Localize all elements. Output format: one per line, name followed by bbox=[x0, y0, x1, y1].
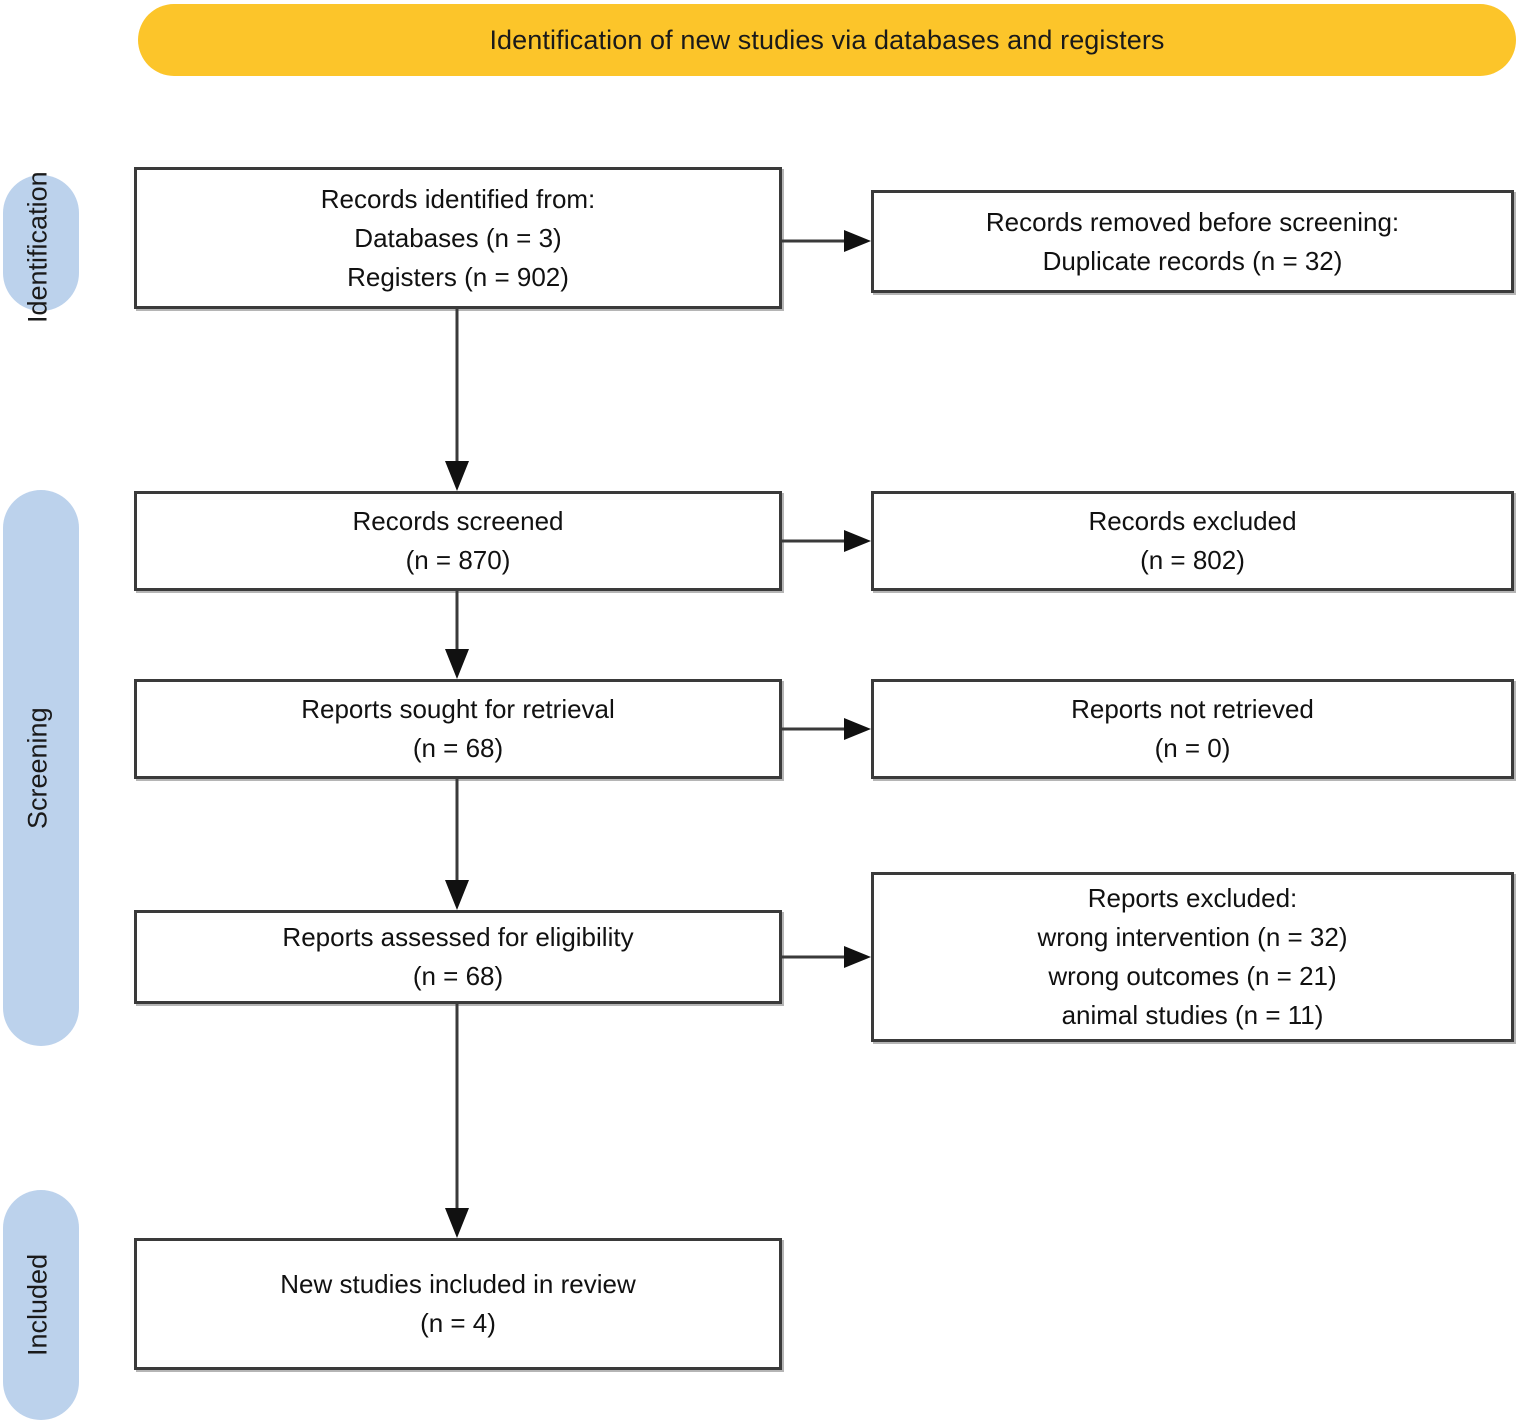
box-line: Reports not retrieved bbox=[1071, 694, 1314, 724]
box-line: Records removed before screening: bbox=[985, 206, 1400, 237]
box-line: (n = 870) bbox=[405, 545, 511, 575]
box-line: Registers (n = 902) bbox=[347, 261, 569, 292]
box-line: Databases (n = 3) bbox=[354, 222, 562, 253]
box-new-studies-included[interactable]: New studies included in review (n = 4) bbox=[134, 1238, 782, 1370]
box-reports-sought[interactable]: Reports sought for retrieval (n = 68) bbox=[134, 679, 782, 779]
box-line: Reports assessed for eligibility bbox=[282, 922, 634, 952]
box-line: (n = 802) bbox=[1140, 545, 1245, 575]
diagram-header-banner: Identification of new studies via databa… bbox=[138, 4, 1516, 76]
box-line: (n = 68) bbox=[412, 961, 504, 991]
arrow-screened-to-records-excluded bbox=[782, 528, 874, 554]
stage-bar-identification bbox=[3, 175, 79, 311]
box-line: wrong outcomes (n = 21) bbox=[1048, 961, 1337, 991]
stage-label-included: Included bbox=[22, 1253, 53, 1357]
box-line: animal studies (n = 11) bbox=[1061, 1000, 1324, 1030]
stage-label-screening: Screening bbox=[22, 707, 53, 829]
box-line: Reports sought for retrieval bbox=[301, 694, 615, 724]
stage-label-identification: Identification bbox=[22, 171, 53, 324]
arrow-assessed-to-reports-excluded bbox=[782, 944, 874, 970]
arrow-screened-to-sought bbox=[440, 591, 474, 681]
box-line: (n = 68) bbox=[412, 733, 504, 763]
box-line: (n = 0) bbox=[1154, 733, 1231, 763]
box-line: Records excluded bbox=[1088, 506, 1297, 536]
diagram-title: Identification of new studies via databa… bbox=[489, 24, 1165, 55]
box-records-screened[interactable]: Records screened (n = 870) bbox=[134, 491, 782, 591]
box-reports-excluded[interactable]: Reports excluded: wrong intervention (n … bbox=[871, 872, 1514, 1042]
arrow-identified-to-screened bbox=[440, 309, 474, 493]
stage-bar-screening bbox=[3, 490, 79, 1046]
box-reports-assessed[interactable]: Reports assessed for eligibility (n = 68… bbox=[134, 910, 782, 1004]
box-line: wrong intervention (n = 32) bbox=[1037, 922, 1348, 952]
box-records-excluded[interactable]: Records excluded (n = 802) bbox=[871, 491, 1514, 591]
box-line: Records identified from: bbox=[320, 183, 596, 214]
box-line: Duplicate records (n = 32) bbox=[1042, 245, 1343, 276]
arrow-assessed-to-included bbox=[440, 1004, 474, 1240]
arrow-identified-to-removed bbox=[782, 228, 874, 254]
arrow-sought-to-not-retrieved bbox=[782, 716, 874, 742]
box-line: Records screened bbox=[352, 506, 564, 536]
arrow-sought-to-assessed bbox=[440, 779, 474, 912]
box-line: (n = 4) bbox=[420, 1308, 496, 1338]
box-records-identified[interactable]: Records identified from: Databases (n = … bbox=[134, 167, 782, 309]
stage-bar-included bbox=[3, 1190, 79, 1420]
box-reports-not-retrieved[interactable]: Reports not retrieved (n = 0) bbox=[871, 679, 1514, 779]
box-line: Reports excluded: bbox=[1087, 883, 1298, 913]
box-records-removed[interactable]: Records removed before screening: Duplic… bbox=[871, 190, 1514, 293]
box-line: New studies included in review bbox=[280, 1269, 636, 1299]
